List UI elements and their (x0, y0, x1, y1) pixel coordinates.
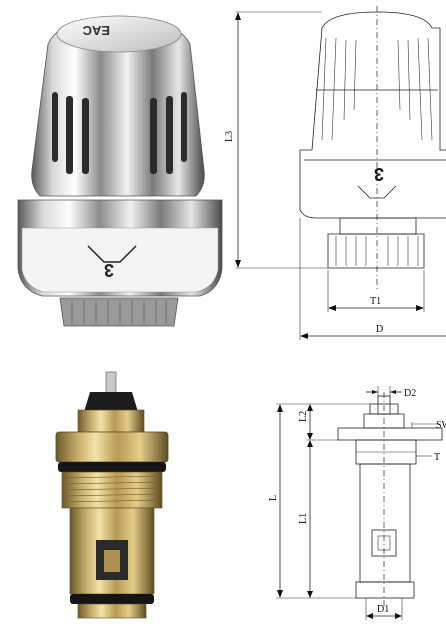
dim-SW: SW (436, 420, 446, 431)
head-setting-mark: 3 (104, 260, 114, 280)
valve-insert-drawing: D2 L2 SW T L L1 D1 (268, 386, 446, 620)
dim-D1: D1 (377, 604, 389, 615)
dim-D2: D2 (404, 388, 416, 399)
thermostat-head-photo: EAC 3 (17, 15, 223, 327)
head-logo-text: EAC (82, 23, 110, 38)
head-drawing-mark: 3 (374, 164, 384, 184)
dim-L2: L2 (298, 411, 309, 422)
dim-L1: L1 (298, 513, 309, 524)
dim-T: T (434, 452, 440, 463)
dim-L: L (268, 495, 279, 501)
valve-insert-photo (55, 371, 169, 619)
head-ribs (52, 92, 187, 174)
thermostat-head-drawing: 3 L3 T1 D (224, 6, 446, 340)
dim-D: D (376, 324, 383, 335)
dim-L3: L3 (224, 131, 235, 142)
dim-T1: T1 (370, 296, 381, 307)
